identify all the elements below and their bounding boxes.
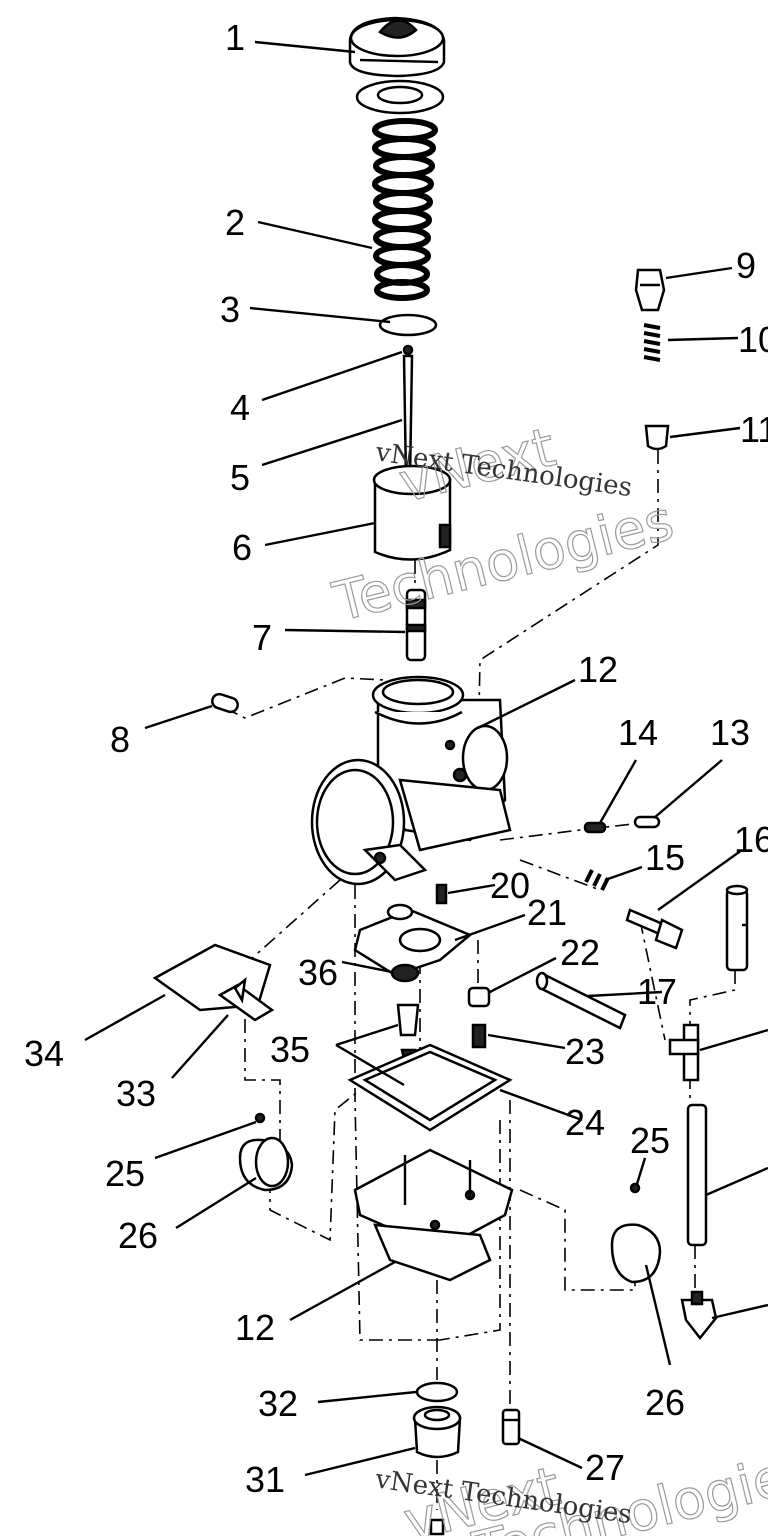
- callout-17: 17: [637, 971, 677, 1012]
- part-jet-holder: [435, 883, 448, 905]
- callout-36: 36: [298, 952, 338, 993]
- part-float-pin-left: [254, 1112, 266, 1124]
- callout-27: 27: [585, 1447, 625, 1488]
- part-vent-tube-lower: [686, 1103, 708, 1247]
- part-idle-screw-tip: [633, 815, 661, 829]
- callout-9: 9: [736, 245, 756, 286]
- callout-2: 2: [225, 202, 245, 243]
- callout-25-right: 25: [630, 1120, 670, 1161]
- callout-21: 21: [527, 892, 567, 933]
- callout-34: 34: [24, 1033, 64, 1074]
- callout-numbers: 1 2 3 4 5 6 7 8 9 10 11 12 13 14 15 16 1…: [24, 17, 768, 1500]
- part-washer-20: [386, 903, 414, 921]
- part-throttle-slide: [372, 464, 452, 561]
- callout-23: 23: [565, 1031, 605, 1072]
- part-e-clip: [402, 344, 414, 356]
- part-needle-jet: [405, 588, 427, 662]
- part-pilot-jet-small: [583, 821, 607, 834]
- callout-25-left: 25: [105, 1153, 145, 1194]
- callout-12-lower: 12: [235, 1307, 275, 1348]
- part-cap: [348, 16, 446, 78]
- part-t-fitting: [668, 1023, 700, 1082]
- part-idle-spring: [584, 869, 610, 891]
- assembly-guide-lines: [159, 450, 736, 1510]
- callout-5: 5: [230, 457, 250, 498]
- part-drain-plug: [412, 1405, 462, 1459]
- part-air-screw: [634, 268, 666, 312]
- part-cap-washer-hole: [376, 85, 424, 105]
- part-needle-retainer: [378, 313, 438, 337]
- callout-26-right: 26: [645, 1382, 685, 1423]
- part-drain-plug-right: [680, 1290, 718, 1341]
- part-main-jet: [467, 986, 491, 1008]
- part-tube-short: [535, 971, 627, 1030]
- part-washer-36: [390, 963, 420, 983]
- part-choke-plate: [152, 943, 275, 1022]
- callout-35: 35: [270, 1029, 310, 1070]
- callout-4: 4: [230, 387, 250, 428]
- part-air-screw-spring: [643, 323, 661, 362]
- part-air-screw-washer: [644, 424, 670, 451]
- callout-3: 3: [220, 289, 240, 330]
- callout-14: 14: [618, 712, 658, 753]
- part-float-right: [610, 1223, 662, 1284]
- part-bottom-fitting: [429, 1518, 445, 1536]
- callout-26-left: 26: [118, 1215, 158, 1256]
- callout-15: 15: [645, 837, 685, 878]
- callout-22: 22: [560, 932, 600, 973]
- callout-24: 24: [565, 1102, 605, 1143]
- callout-7: 7: [252, 617, 272, 658]
- callout-20: 20: [490, 865, 530, 906]
- part-float-left: [238, 1136, 294, 1192]
- callout-31: 31: [245, 1459, 285, 1500]
- callout-32: 32: [258, 1383, 298, 1424]
- callout-13: 13: [710, 712, 750, 753]
- part-carburetor-body: [310, 675, 512, 886]
- part-pilot-jet: [471, 1023, 487, 1049]
- part-vent-tube-upper: [725, 884, 749, 972]
- callout-12-upper: 12: [578, 649, 618, 690]
- part-bowl-screw: [501, 1408, 521, 1446]
- callout-1: 1: [225, 17, 245, 58]
- part-bowl-gasket-inner: [362, 1050, 498, 1122]
- part-float-bowl: [353, 1148, 514, 1282]
- part-pilot-plug: [211, 692, 239, 714]
- callout-16: 16: [734, 819, 768, 860]
- callout-10: 10: [738, 319, 768, 360]
- callout-6: 6: [232, 527, 252, 568]
- part-plug-gasket: [415, 1381, 459, 1403]
- part-spring: [372, 118, 438, 301]
- callout-33: 33: [116, 1073, 156, 1114]
- part-float-pin-right: [629, 1182, 641, 1194]
- part-idle-screw: [625, 908, 684, 950]
- leader-lines: [84, 40, 768, 1477]
- callout-11: 11: [740, 409, 768, 450]
- callout-8: 8: [110, 719, 130, 760]
